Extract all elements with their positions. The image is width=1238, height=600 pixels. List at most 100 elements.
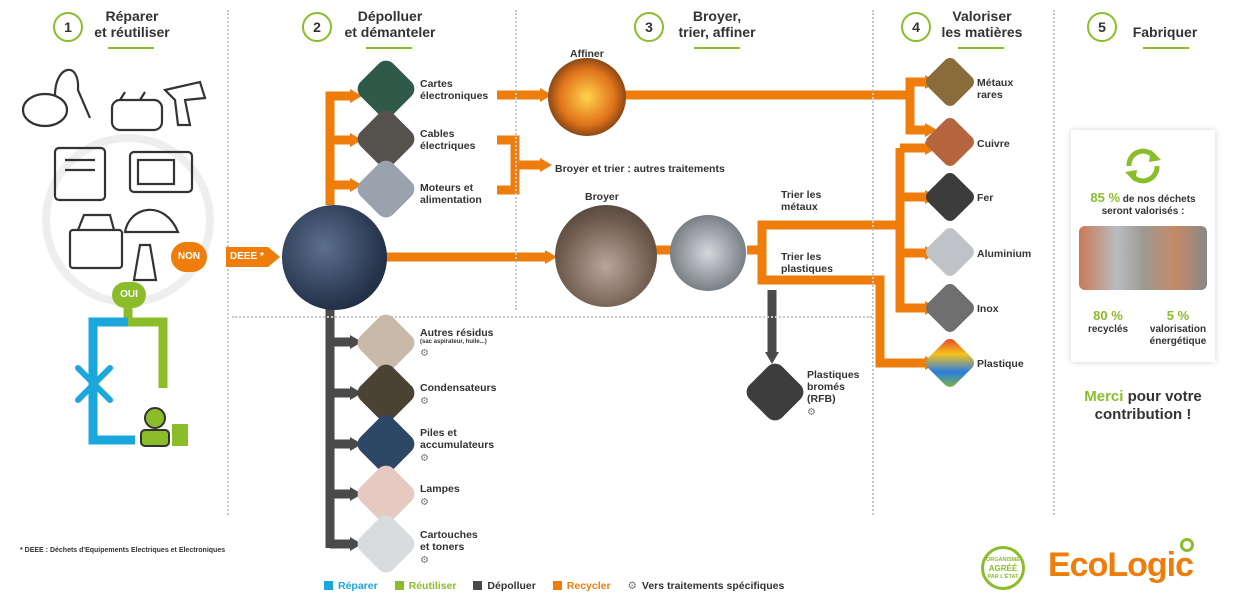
plastique-label: Plastique [977, 358, 1024, 370]
recycled-stat: 80 % recyclés [1075, 308, 1141, 336]
piles-label-line1: Piles et [420, 427, 457, 439]
rfb-label: Plastiques bromés (RFB) ⚙ [807, 369, 860, 419]
step-2-title-line1: Dépolluer [357, 8, 423, 24]
legend-specific: ⚙ Vers traitements spécifiques [627, 580, 784, 592]
legend-recycler: Recycler [552, 580, 611, 592]
vacuum-drawing [21, 92, 69, 128]
trier-plastiques-line1: Trier les [781, 251, 822, 263]
legend-reutiliser-label: Réutiliser [408, 580, 457, 592]
tools-icon [75, 365, 113, 403]
logo-dot [1180, 538, 1194, 552]
card-main-text: 85 % de nos déchets seront valorisés : [1075, 190, 1211, 218]
sorting-machine-photo [670, 215, 746, 291]
step-1-title-line1: Réparer [105, 8, 159, 24]
trier-metaux-label: Trier les métaux [781, 189, 821, 213]
residus-label-line1: Autres résidus [420, 327, 494, 339]
broyer-photo [555, 205, 657, 307]
shaver-drawing [132, 243, 158, 282]
microwave-drawing [128, 150, 194, 194]
gear-icon: ⚙ [420, 348, 429, 359]
broyer-trier-label: Broyer et trier : autres traitements [555, 163, 725, 175]
broyer-label: Broyer [585, 191, 619, 203]
appliance-drawings [21, 68, 207, 282]
step-3-title: Broyer, trier, affiner [662, 8, 772, 40]
step-1-number: 1 [53, 12, 83, 42]
ecologic-logo: EcoLogic [1048, 546, 1194, 584]
step-3-number: 3 [634, 12, 664, 42]
dismantling-photo [282, 205, 387, 310]
metaux-rares-line1: Métaux [977, 77, 1014, 89]
gear-icon: ⚙ [420, 497, 429, 508]
printer-drawing [68, 228, 124, 270]
step-2-title: Dépolluer et démanteler [330, 8, 450, 40]
legend-depolluer-label: Dépolluer [487, 580, 536, 592]
merci-line2: contribution ! [1094, 406, 1192, 423]
moteurs-label: Moteurs et alimentation [420, 182, 482, 206]
merci-text: Merci pour votre contribution ! [1060, 388, 1226, 424]
seal-line1: ORGANISME [986, 557, 1020, 563]
cartouches-label-line1: Cartouches [420, 529, 478, 541]
cartes-label: Cartes électroniques [420, 78, 488, 102]
legend-recycler-swatch [552, 581, 562, 590]
step-4-title-line2: les matières [941, 24, 1023, 40]
condensateurs-label: Condensateurs ⚙ [420, 382, 496, 408]
separator-3 [872, 10, 874, 515]
legend-reutiliser: Réutiliser [394, 580, 457, 592]
step-2-number: 2 [302, 12, 332, 42]
reuse-loop-ring [42, 134, 214, 306]
materials-photo [1079, 226, 1207, 290]
gear-icon: ⚙ [420, 555, 429, 566]
trier-metaux-line2: métaux [781, 201, 818, 213]
cartouches-label: Cartouches et toners ⚙ [420, 529, 478, 567]
lampes-label-line1: Lampes [420, 483, 460, 495]
recycle-icon [1125, 148, 1161, 184]
rfb-line3: (RFB) [807, 393, 836, 405]
legend-reparer-label: Réparer [338, 580, 378, 592]
step-3-title-line1: Broyer, [692, 8, 742, 24]
pc-drawing [53, 146, 107, 202]
energy-pct: 5 % [1166, 308, 1190, 323]
trier-plastiques-line2: plastiques [781, 263, 833, 275]
step-1-title-line2: et réutiliser [94, 24, 170, 40]
gear-icon: ⚙ [627, 580, 637, 592]
legend-reparer: Réparer [324, 580, 378, 592]
deee-label: DEEE * [226, 247, 268, 267]
aluminium-label: Aluminium [977, 248, 1032, 260]
person-icon [140, 407, 188, 447]
seal-line2: AGRÉÉ [988, 564, 1018, 573]
deee-footnote: * DEEE : Déchets d'Equipements Electriqu… [20, 547, 226, 554]
legend-specific-label: Vers traitements spécifiques [641, 580, 785, 592]
residus-label-sub: (sac aspirateur, huile...) [420, 339, 487, 345]
moteurs-label-line1: Moteurs et [420, 182, 474, 194]
piles-label-line2: accumulateurs [420, 439, 495, 451]
card-main-line2: seront valorisés : [1101, 206, 1185, 217]
agree-seal: ORGANISME AGRÉÉ PAR L'ÉTAT [981, 546, 1025, 590]
recycled-pct: 80 % [1093, 308, 1123, 323]
trier-metaux-line1: Trier les [781, 189, 822, 201]
drill-drawing [162, 80, 207, 127]
metaux-rares-line2: rares [977, 89, 1003, 101]
step-4-number: 4 [901, 12, 931, 42]
cables-label-line2: électriques [420, 140, 476, 152]
fer-label: Fer [977, 192, 994, 204]
energy-label-line1: valorisation [1149, 324, 1207, 335]
step-5-number: 5 [1087, 12, 1117, 42]
affiner-photo [548, 58, 626, 136]
cables-label: Cables électriques [420, 128, 475, 152]
legend-depolluer-swatch [473, 581, 483, 590]
legend-reutiliser-swatch [394, 581, 404, 590]
valorisation-card: 85 % de nos déchets seront valorisés : 8… [1071, 130, 1215, 362]
legend: Réparer Réutiliser Dépolluer Recycler ⚙ V… [324, 580, 798, 592]
gear-icon: ⚙ [420, 396, 429, 407]
step-1-title: Réparer et réutiliser [82, 8, 182, 40]
inox-label: Inox [977, 303, 999, 315]
step-3-title-line2: trier, affiner [678, 24, 756, 40]
card-main-pct: 85 % [1090, 190, 1121, 205]
step-2-title-line2: et démanteler [344, 24, 436, 40]
lampes-label: Lampes ⚙ [420, 483, 460, 509]
step-4-title-line1: Valoriser [952, 8, 1012, 24]
separator-horizontal [232, 316, 872, 318]
gear-icon: ⚙ [807, 407, 816, 418]
moteurs-label-line2: alimentation [420, 194, 482, 206]
step-2-underline [366, 47, 412, 49]
